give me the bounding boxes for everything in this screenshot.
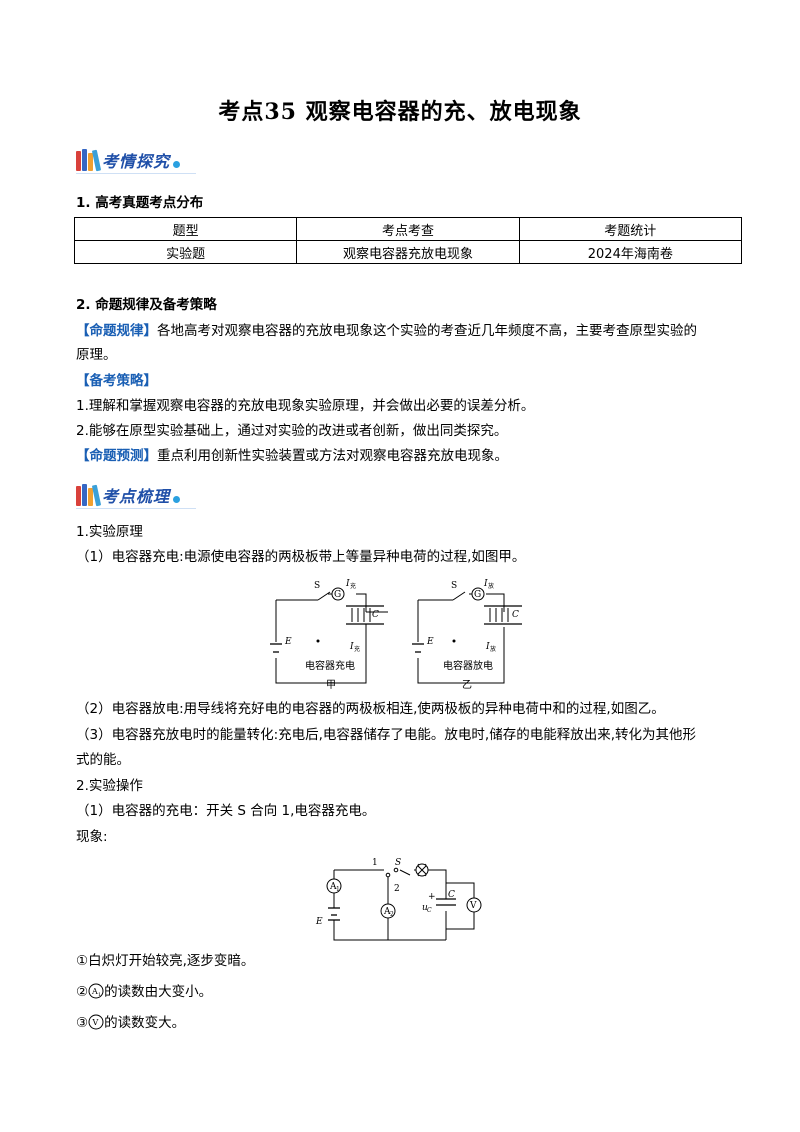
- ammeter-label: A: [91, 987, 98, 996]
- emf-label: E: [426, 637, 434, 647]
- emf-label: E: [284, 637, 292, 647]
- capacitor-label: C: [448, 890, 455, 900]
- rule-text-cont: 原理。: [76, 347, 117, 363]
- section-heading-distribution: 1. 高考真题考点分布: [76, 195, 204, 211]
- galvanometer-label: G: [334, 590, 341, 600]
- current-sub: 充: [350, 582, 356, 590]
- figure-caption: 电容器充电: [305, 659, 355, 672]
- table-cell: 实验题: [73, 240, 298, 264]
- current-label: I: [485, 642, 490, 652]
- ammeter-icon: [380, 903, 396, 919]
- figure-caption: 电容器放电: [443, 659, 493, 672]
- observation-text: 的读数由大变小。: [104, 984, 213, 1000]
- table-cell: 2024年海南卷: [518, 240, 743, 264]
- ammeter-sub: 1: [336, 886, 340, 893]
- predict-text: 重点利用创新性实验装置或方法对观察电容器充放电现象。: [157, 448, 508, 464]
- books-icon: [76, 484, 102, 507]
- voltmeter-label: V: [469, 901, 477, 911]
- plus-label: +: [428, 892, 436, 902]
- capacitor-label: C: [512, 610, 519, 620]
- observation-item: ①白炽灯开始较亮,逐步变暗。: [76, 953, 255, 969]
- predict-paragraph: 【命题预测】重点利用创新性实验装置或方法对观察电容器充放电现象。: [76, 446, 508, 466]
- switch-label: S: [451, 581, 457, 591]
- strategy-item: 2.能够在原型实验基础上，通过对实验的改进或者创新，做出同类探究。: [76, 423, 508, 439]
- exam-distribution-table: 题型 考点考查 考题统计 实验题 观察电容器充放电现象 2024年海南卷: [73, 217, 743, 264]
- observation-number: ②: [76, 984, 89, 1000]
- switch-label: S: [314, 581, 320, 591]
- strategy-tag: 【备考策略】: [76, 373, 157, 389]
- point-text: （2）电容器放电:用导线将充好电的电容器的两极板相连,使两极板的异种电荷中和的过…: [76, 701, 665, 717]
- galvanometer-label: G: [474, 590, 481, 600]
- switch-position-label: 1: [372, 858, 378, 868]
- galvanometer-icon: [471, 587, 485, 601]
- point-text: （3）电容器充放电时的能量转化:充电后,电容器储存了电能。放电时,储存的电能释放…: [76, 727, 697, 743]
- ammeter-icon: [326, 878, 342, 894]
- table-header-cell: 考点考查: [296, 217, 520, 241]
- charge-discharge-figure: G G S S E E C C I 充 I 充 I 放 I 放 电容器充电 甲 …: [270, 579, 522, 691]
- current-label: I: [483, 579, 488, 589]
- ammeter-label: A: [329, 882, 337, 892]
- ammeter-sub: 1: [98, 992, 101, 998]
- point-text: （1）电容器的充电：开关 S 合向 1,电容器充电。: [76, 803, 376, 819]
- observation-label: 现象:: [76, 829, 108, 845]
- voltage-sub: C: [427, 907, 432, 914]
- section-banner-exam-analysis: 考情探究: [76, 146, 206, 174]
- charging-circuit-figure: 1 2 S A 1 A 2 V C E + u C: [315, 858, 482, 941]
- table-header-cell: 考题统计: [518, 217, 743, 241]
- voltmeter-label: V: [92, 1018, 99, 1027]
- banner-title: 考点梳理: [102, 487, 171, 506]
- voltmeter-icon: V: [88, 1014, 104, 1030]
- table-row: 实验题 观察电容器充放电现象 2024年海南卷: [73, 240, 743, 264]
- figure-label: 甲: [326, 680, 336, 691]
- table-header-row: 题型 考点考查 考题统计: [73, 217, 743, 241]
- page-title: 考点35 观察电容器的充、放电现象: [218, 99, 582, 125]
- predict-tag: 【命题预测】: [76, 448, 157, 464]
- point-title: 1.实验原理: [76, 524, 143, 540]
- dot-icon: [173, 495, 181, 503]
- galvanometer-icon: [331, 587, 345, 601]
- switch-position-label: 2: [394, 884, 400, 894]
- voltage-label: u: [422, 903, 428, 913]
- capacitor-label: C: [372, 610, 379, 620]
- section-banner-key-points: 考点梳理: [76, 481, 206, 509]
- figure-label: 乙: [462, 679, 472, 691]
- table-header-cell: 题型: [73, 217, 298, 241]
- observation-text: 的读数变大。: [104, 1015, 186, 1031]
- switch-label: S: [395, 858, 401, 868]
- voltmeter-icon: [466, 897, 482, 913]
- section-heading-strategy: 2. 命题规律及备考策略: [76, 297, 217, 313]
- rule-text: 各地高考对观察电容器的充放电现象这个实验的考查近几年频度不高，主要考查原型实验的: [157, 323, 697, 339]
- rule-tag: 【命题规律】: [76, 323, 157, 339]
- current-sub: 充: [354, 645, 360, 653]
- point-text: （1）电容器充电:电源使电容器的两极板带上等量异种电荷的过程,如图甲。: [76, 549, 526, 565]
- dot-icon: [173, 160, 181, 168]
- rule-paragraph: 【命题规律】各地高考对观察电容器的充放电现象这个实验的考查近几年频度不高，主要考…: [76, 321, 697, 341]
- ammeter-label: A: [383, 907, 391, 917]
- books-icon: [76, 149, 102, 172]
- current-label: I: [345, 579, 350, 589]
- strategy-item: 1.理解和掌握观察电容器的充放电现象实验原理，并会做出必要的误差分析。: [76, 398, 535, 414]
- banner-title: 考情探究: [102, 152, 171, 171]
- current-label: I: [349, 642, 354, 652]
- ammeter-sub: 2: [390, 911, 394, 918]
- table-cell: 观察电容器充放电现象: [296, 240, 520, 264]
- point-text: 式的能。: [76, 752, 130, 768]
- current-sub: 放: [488, 582, 494, 590]
- current-sub: 放: [490, 645, 496, 653]
- emf-label: E: [315, 917, 323, 927]
- point-title: 2.实验操作: [76, 778, 143, 794]
- observation-number: ③: [76, 1015, 89, 1031]
